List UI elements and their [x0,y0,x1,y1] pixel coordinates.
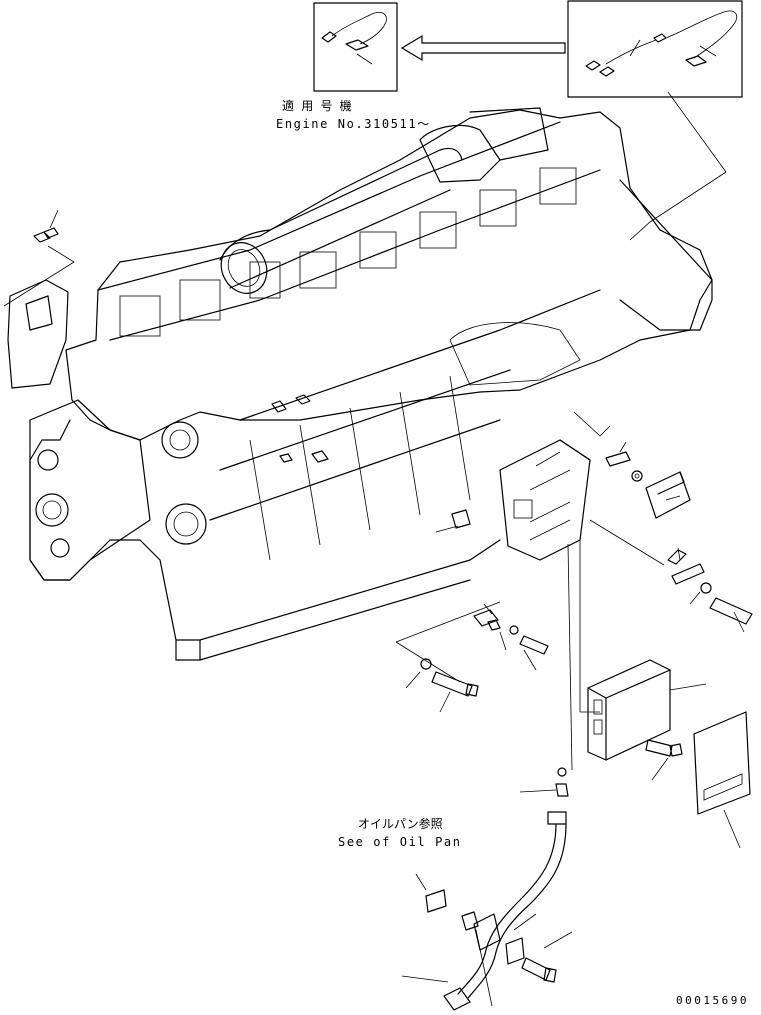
sensor-front-left [3,209,75,307]
washer-bolt [405,658,479,713]
oil-pan-reference-label-jp: オイルパン参照 [358,817,443,831]
oil-line [401,767,573,1011]
center-sensor-bolts [395,601,549,683]
drawing-number: 00015690 [676,994,749,1007]
leader-inset [629,171,727,241]
applicable-serial-label-jp: 適 用 号 機 [282,99,352,113]
ecu-controller [587,659,707,781]
bracket-clip [605,441,691,519]
spacer [435,509,471,533]
controller-bracket [499,411,665,771]
label-card [693,711,751,849]
engine-block [29,107,713,661]
inset-new-sensor [567,0,743,173]
block-sensors [271,394,329,463]
oil-pan-reference-label: See of Oil Pan [338,835,462,849]
inset-old-sensor [313,2,398,92]
engine-serial-label: Engine No.310511～ [276,117,431,131]
cover-plate [7,279,69,389]
replacement-arrow [400,34,566,62]
bracket-right [667,547,753,633]
